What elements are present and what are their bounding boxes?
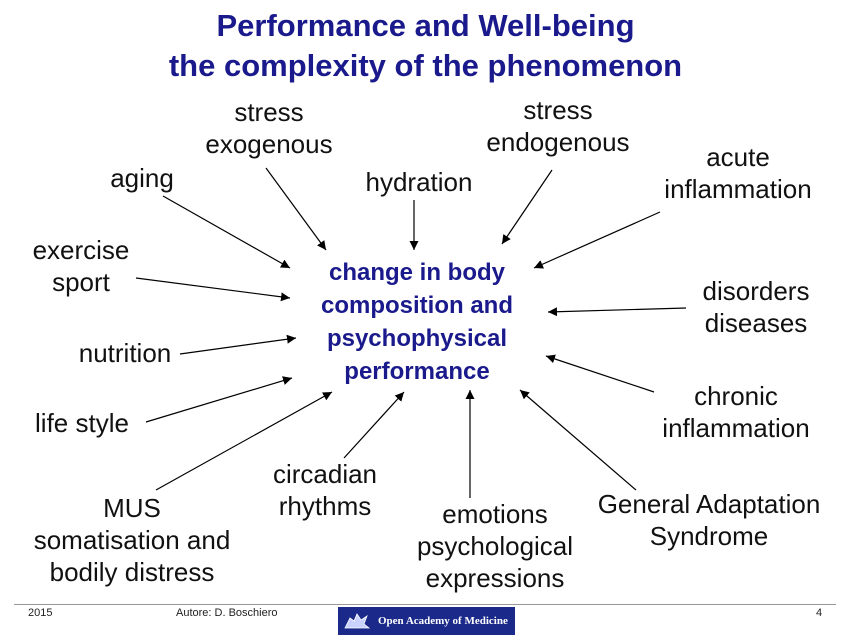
arrow-acute-inflammation (533, 211, 661, 269)
factor-exercise-sport-line2: sport (52, 267, 110, 297)
factor-exercise-sport: exercise sport (20, 234, 142, 298)
factor-mus-line1: MUS (103, 493, 161, 523)
factor-stress-exogenous-line2: exogenous (205, 129, 333, 159)
factor-gas-line2: Syndrome (649, 521, 769, 551)
factor-chronic-inflammation-line2: inflammation (662, 413, 810, 443)
factor-emotions: emotions psychological expressions (400, 498, 590, 594)
factor-general-adaptation-syndrome: General Adaptation Syndrome (578, 488, 840, 552)
arrow-chronic-inflammation (545, 354, 655, 393)
arrow-stress-exogenous (265, 167, 327, 251)
arrow-circadian (343, 391, 405, 459)
central-concept: change in body composition and psychophy… (290, 256, 544, 388)
arrow-nutrition (179, 334, 297, 355)
page-number: 4 (816, 607, 823, 619)
factor-acute-inflammation: acute inflammation (648, 141, 828, 205)
factor-emotions-line2: psychological (416, 531, 574, 561)
academy-logo: Open Academy of Medicine (338, 607, 515, 635)
footer-year: 2015 (28, 607, 53, 619)
factor-acute-inflammation-line2: inflammation (664, 174, 812, 204)
factor-gas-line1: General Adaptation (597, 489, 821, 519)
arrow-disorders (547, 307, 687, 317)
factor-circadian-line2: rhythms (278, 491, 372, 521)
factor-chronic-inflammation: chronic inflammation (646, 380, 826, 444)
slide-title-line1: Performance and Well-being (216, 8, 635, 43)
factor-aging: aging (110, 163, 174, 193)
factor-stress-exogenous: stress exogenous (196, 96, 342, 160)
footer-author: Autore: D. Boschiero (176, 607, 278, 619)
lion-icon (344, 613, 371, 629)
factor-nutrition: nutrition (78, 338, 172, 368)
factor-mus-line2: somatisation and (33, 525, 231, 555)
factor-disorders-line1: disorders (702, 276, 810, 306)
arrow-exercise-sport (135, 277, 291, 302)
factor-mus: MUS somatisation and bodily distress (14, 492, 250, 588)
footer-divider (14, 604, 836, 605)
arrow-aging (162, 195, 291, 269)
arrow-mus (155, 391, 333, 491)
factor-stress-endogenous-line2: endogenous (486, 127, 630, 157)
center-line-2: composition and (321, 292, 513, 319)
arrow-general-adaptation (519, 389, 637, 491)
factor-disorders-diseases: disorders diseases (688, 275, 824, 339)
factor-hydration: hydration (365, 167, 473, 197)
arrow-life-style (145, 376, 293, 423)
factor-emotions-line1: emotions (442, 499, 548, 529)
factor-emotions-line3: expressions (425, 563, 565, 593)
center-line-1: change in body (328, 259, 505, 286)
factor-stress-exogenous-line1: stress (234, 97, 304, 127)
factor-chronic-inflammation-line1: chronic (694, 381, 778, 411)
factor-circadian-rhythms: circadian rhythms (260, 458, 390, 522)
center-line-3: psychophysical (326, 325, 508, 352)
logo-text: Open Academy of Medicine (378, 615, 508, 627)
factor-exercise-sport-line1: exercise (32, 235, 130, 265)
factor-stress-endogenous: stress endogenous (474, 94, 642, 158)
slide-title-line2: the complexity of the phenomenon (168, 48, 683, 83)
center-line-4: performance (344, 358, 490, 385)
factor-disorders-line2: diseases (704, 308, 808, 338)
arrow-stress-endogenous (501, 169, 553, 245)
factor-mus-line3: bodily distress (49, 557, 215, 587)
factor-stress-endogenous-line1: stress (523, 95, 593, 125)
factor-acute-inflammation-line1: acute (706, 142, 770, 172)
factor-circadian-line1: circadian (272, 459, 378, 489)
factor-life-style: life style (35, 408, 129, 438)
